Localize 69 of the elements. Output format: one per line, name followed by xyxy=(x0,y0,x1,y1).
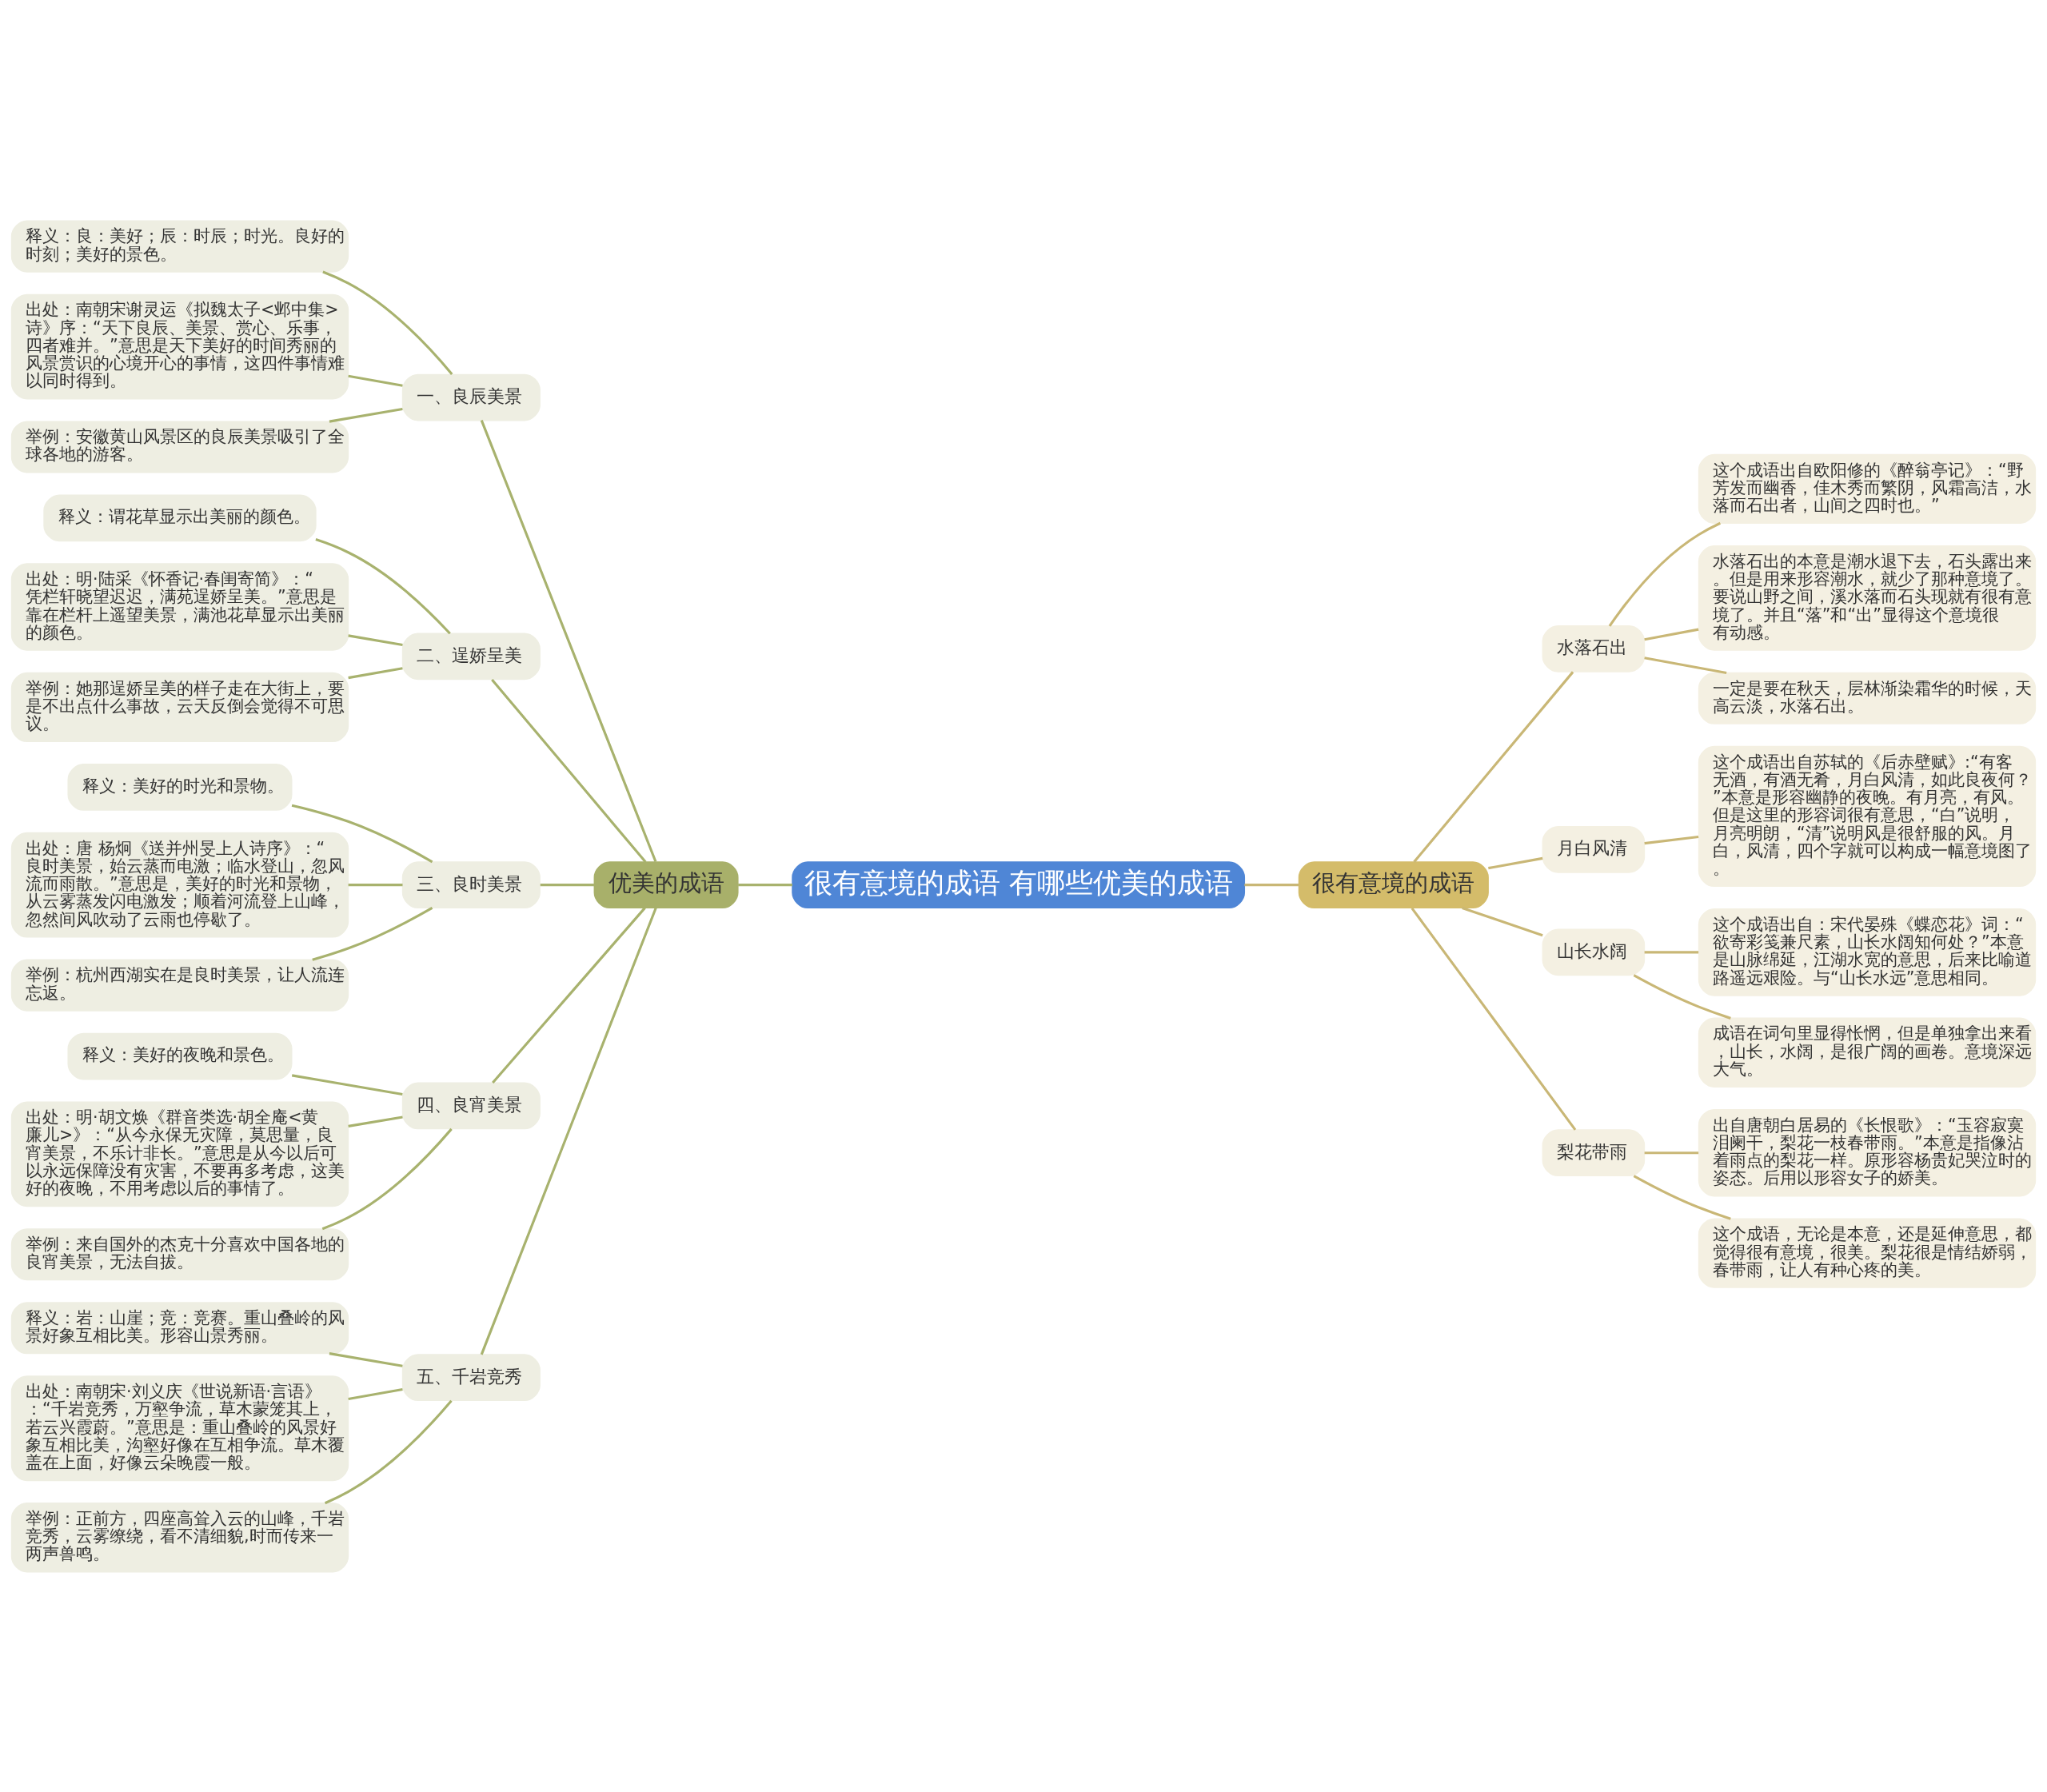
node-box: 这个成语出自苏轼的《后赤壁赋》:“有客无酒，有酒无肴，月白风清，如此良夜何？”本意是形容幽静的夜晚。有月亮，有风。但是这里的形容词很有意思，“白”说明，月亮明朗，“清”说明风是很舒服的风。月白，风清，四个字就可以构成一幅意境图了。 xyxy=(1698,745,2037,887)
node-box: 梨花带雨 xyxy=(1542,1128,1646,1176)
node-box: 举例：正前方，四座高耸入云的山峰，千岩竞秀，云雾缭绕，看不清细貌,时而传来一两声兽鸣。 xyxy=(10,1502,349,1572)
connector xyxy=(1644,835,1699,844)
connector xyxy=(348,666,403,679)
node-box: 出处：明·胡文焕《群音类选·胡全庵<黄廉儿>》：“从今永保无灾障，莫思量，良宵美景，不乐计非长。”意思是从今以后可以永远保障没有灾害，不要再多考虑，这美好的夜晚，不用考虑以后的事情了。 xyxy=(10,1100,349,1207)
connector xyxy=(1608,521,1722,627)
node-box: 水落石出的本意是潮水退下去，石头露出来。但是用来形容潮水，就少了那种意境了。要说山野之间，溪水落而石头现就有很有意境了。并且“落”和“出”显得这个意境很有动感。 xyxy=(1698,545,2037,651)
connector xyxy=(329,1351,403,1367)
node-box: 水落石出 xyxy=(1542,625,1646,672)
node-box: 举例：安徽黄山风景区的良辰美景吸引了全球各地的游客。 xyxy=(10,420,349,473)
connector xyxy=(492,906,646,1084)
connector xyxy=(1644,1151,1699,1154)
connector xyxy=(1644,628,1699,641)
connector xyxy=(1644,656,1727,674)
connector xyxy=(480,907,657,1355)
node-box: 四、良宵美景 xyxy=(401,1082,541,1129)
connector xyxy=(738,883,792,886)
connector xyxy=(348,633,403,646)
connector xyxy=(348,883,403,886)
connector xyxy=(1488,856,1543,869)
connector xyxy=(322,270,453,375)
node-box: 一定是要在秋天，层林渐染霜华的时候，天高云淡，水落石出。 xyxy=(1698,672,2037,724)
node-box: 五、千岩竞秀 xyxy=(401,1353,541,1401)
connector xyxy=(1244,883,1299,886)
node-box: 很有意境的成语 有哪些优美的成语 xyxy=(792,860,1246,908)
node-box: 举例：她那逞娇呈美的样子走在大街上，要是不出点什么事故，云天反倒会觉得不可思议。 xyxy=(10,672,349,742)
node-box: 释义：良：美好；辰：时辰；时光。良好的时刻；美好的景色。 xyxy=(10,220,349,273)
node-box: 举例：杭州西湖实在是良时美景，让人流连忘返。 xyxy=(10,959,349,1012)
node-box: 优美的成语 xyxy=(593,860,739,908)
node-box: 这个成语出自欧阳修的《醉翁亭记》：“野芳发而幽香，佳木秀而繁阴，风霜高洁，水落而石出者，山间之四时也。” xyxy=(1698,453,2037,524)
node-box: 释义：岩：山崖；竞：竞赛。重山叠岭的风景好象互相比美。形容山景秀丽。 xyxy=(10,1301,349,1354)
node-box: 出自唐朝白居易的《长恨歌》：“玉容寂寞泪阑干，梨花一枝春带雨。”本意是指像沾着雨点的梨花一样。原形容杨贵妃哭泣时的姿态。后用以形容女子的娇美。 xyxy=(1698,1108,2037,1196)
node-box: 成语在词句里显得怅惘，但是单独拿出来看，山长，水阔，是很广阔的画卷。意境深远大气。 xyxy=(1698,1017,2037,1088)
connector xyxy=(1413,670,1574,863)
connector xyxy=(480,419,657,862)
node-box: 这个成语，无论是本意，还是延伸意思，都觉得很有意境，很美。梨花很是情结娇弱，春带雨，让人有种心疼的美。 xyxy=(1698,1217,2037,1288)
node-box: 出处：南朝宋谢灵运《拟魏太子<邺中集>诗》序：“天下良辰、美景、赏心、乐事，四者难并。”意思是天下美好的时间秀丽的风景赏识的心境开心的事情，这四件事情难以同时得到。 xyxy=(10,293,349,399)
connector xyxy=(540,883,594,886)
node-box: 释义：谓花草显示出美丽的颜色。 xyxy=(43,494,317,541)
node-box: 月白风清 xyxy=(1542,825,1646,873)
connector xyxy=(324,1399,453,1504)
connector xyxy=(291,804,433,863)
node-box: 出处：明·陆采《怀香记·春闺寄简》：“凭栏轩晓望迟迟，满苑逞娇呈美。”意思是靠在栏杆上遥望美景，满池花草显示出美丽的颜色。 xyxy=(10,562,349,651)
node-box: 很有意境的成语 xyxy=(1298,860,1489,908)
connector xyxy=(1411,907,1577,1131)
connector xyxy=(1644,950,1699,953)
node-box: 这个成语出自：宋代晏殊《蝶恋花》词：“欲寄彩笺兼尺素，山长水阔知何处？”本意是山脉绵延，江湖水宽的意思，后来比喻道路遥远艰险。与“山长水远”意思相同。 xyxy=(1698,908,2037,996)
connector xyxy=(1633,1174,1731,1220)
connector xyxy=(491,678,647,863)
connector xyxy=(321,1127,453,1230)
node-box: 三、良时美景 xyxy=(401,860,541,908)
node-box: 一、良辰美景 xyxy=(401,373,541,421)
node-box: 出处：南朝宋·刘义庆《世说新语·言语》：“千岩竞秀，万壑争流，草木蒙笼其上，若云兴霞蔚。”意思是：重山叠岭的风景好象互相比美，沟壑好像在互相争流。草木覆盖在上面，好像云朵晚霞一般。 xyxy=(10,1375,349,1481)
node-box: 出处：唐 杨炯《送并州旻上人诗序》：“良时美景，始云蒸而电激；临水登山，忽风流而雨散。”意思是，美好的时光和景物，从云雾蒸发闪电激发；顺着河流登上山峰，忽然间风吹动了云雨也停歇了。 xyxy=(10,832,349,938)
node-box: 释义：美好的时光和景物。 xyxy=(67,763,293,811)
connector xyxy=(291,1073,403,1096)
node-box: 二、逞娇呈美 xyxy=(401,633,541,680)
connector xyxy=(348,374,403,387)
connector xyxy=(1633,973,1731,1020)
connector xyxy=(348,1387,403,1400)
connector xyxy=(1462,906,1543,936)
node-box: 释义：美好的夜晚和景色。 xyxy=(67,1032,293,1080)
node-box: 举例：来自国外的杰克十分喜欢中国各地的良宵美景，无法自拔。 xyxy=(10,1227,349,1280)
connector xyxy=(329,407,403,423)
connector xyxy=(315,537,451,634)
node-box: 山长水阔 xyxy=(1542,928,1646,976)
connector xyxy=(348,1116,403,1127)
connector xyxy=(312,906,433,961)
